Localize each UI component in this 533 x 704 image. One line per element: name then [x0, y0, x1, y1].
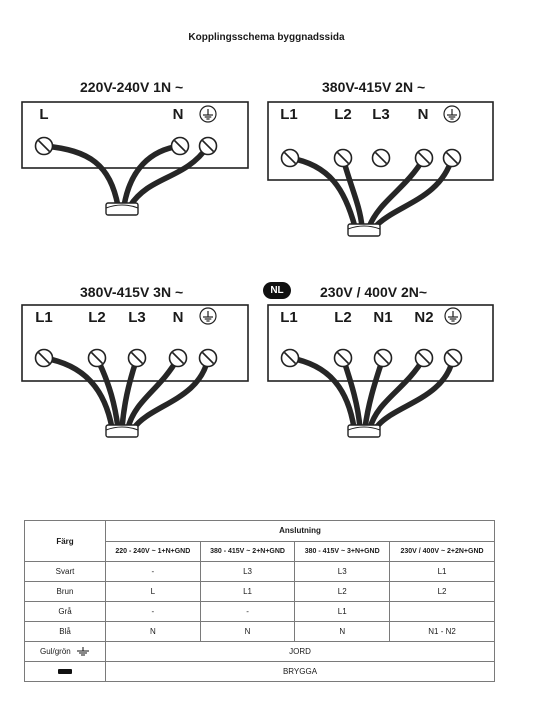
nl-badge: NL [263, 282, 291, 299]
diagram-2-label: 380V-415V 2N ~ [322, 79, 426, 95]
table-cell: N [294, 621, 391, 642]
terminal-label: N2 [414, 309, 434, 326]
terminal-screw-icon [87, 348, 107, 368]
connection-table: Färg Anslutning 220 - 240V ~ 1+N+GND 380… [24, 520, 495, 682]
terminal-screw-icon [34, 348, 54, 368]
table-cell: - [105, 561, 201, 582]
terminal-screw-icon [280, 148, 300, 168]
table-cell: L [105, 581, 201, 602]
diagram-2 [267, 101, 494, 237]
table-row: Brun L L1 L2 L2 [24, 581, 495, 602]
terminal-screw-icon [443, 348, 463, 368]
column-header: 230V / 400V ~ 2+2N+GND [389, 540, 495, 562]
terminal-block [21, 101, 249, 169]
terminal-label: L2 [334, 309, 352, 326]
table-cell: N [105, 621, 201, 642]
terminal-screw-icon [333, 348, 353, 368]
terminal-screw-icon [198, 348, 218, 368]
table-cell: L2 [389, 581, 495, 602]
row-color: Grå [24, 601, 106, 622]
cable-sleeve-icon [105, 202, 139, 216]
terminal-screw-icon [280, 348, 300, 368]
table-cell: N [199, 621, 296, 642]
terminal-label: L3 [128, 309, 146, 326]
terminal-screw-icon [414, 348, 434, 368]
ground-icon [199, 307, 217, 325]
diagram-4-label: 230V / 400V 2N~ [320, 284, 428, 300]
diagram-3-label: 380V-415V 3N ~ [80, 284, 184, 300]
table-cell: L3 [199, 561, 296, 582]
row-color-gulgron: Gul/grön [24, 641, 106, 662]
terminal-screw-icon [371, 148, 391, 168]
table-cell: L1 [199, 581, 296, 602]
terminal-screw-icon [414, 148, 434, 168]
bridge-icon [58, 669, 72, 675]
table-row: Gul/grön JORD [24, 641, 495, 662]
terminal-label: L2 [88, 309, 106, 326]
cable-sleeve-icon [347, 424, 381, 438]
cable-sleeve-icon [347, 223, 381, 237]
row-color: Brun [24, 581, 106, 602]
row-bridge [24, 661, 106, 682]
table-cell: N1 - N2 [389, 621, 495, 642]
table-cell: L3 [294, 561, 391, 582]
terminal-label: N [417, 106, 429, 123]
table-cell [389, 601, 495, 622]
diagram-1-label: 220V-240V 1N ~ [80, 79, 184, 95]
terminal-label: N [172, 309, 184, 326]
column-header: 380 - 415V ~ 2+N+GND [199, 540, 296, 562]
terminal-label: L1 [280, 309, 298, 326]
table-cell: L2 [294, 581, 391, 602]
document-title: Kopplingsschema byggnadssida [188, 32, 345, 43]
terminal-screw-icon [168, 348, 188, 368]
terminal-label: N1 [373, 309, 393, 326]
diagram-1 [21, 101, 249, 216]
ground-icon [443, 105, 461, 123]
terminal-label: L1 [35, 309, 53, 326]
diagram-4 [267, 304, 494, 438]
terminal-screw-icon [333, 148, 353, 168]
cable-sleeve-icon [105, 424, 139, 438]
terminal-block [267, 304, 494, 382]
row-color: Blå [24, 621, 106, 642]
table-cell: L1 [294, 601, 391, 622]
ground-icon [444, 307, 462, 325]
terminal-block [267, 101, 494, 181]
terminal-screw-icon [373, 348, 393, 368]
terminal-label: L1 [280, 106, 298, 123]
terminal-screw-icon [442, 148, 462, 168]
table-cell: L1 [389, 561, 495, 582]
gulgron-label: Gul/grön [40, 646, 71, 656]
terminal-screw-icon [34, 136, 54, 156]
table-row: Grå - - L1 [24, 601, 495, 622]
terminal-label: L [39, 106, 49, 123]
terminal-label: L2 [334, 106, 352, 123]
terminal-block [21, 304, 249, 382]
anslutning-header: Anslutning [105, 520, 495, 542]
terminal-screw-icon [198, 136, 218, 156]
brygga-cell: BRYGGA [105, 661, 495, 682]
terminal-label: L3 [372, 106, 390, 123]
terminal-label: N [172, 106, 184, 123]
ground-icon [76, 647, 89, 656]
table-row: Svart - L3 L3 L1 [24, 561, 495, 582]
table-cell: - [105, 601, 201, 622]
jord-cell: JORD [105, 641, 495, 662]
farg-header: Färg [24, 520, 106, 562]
column-header: 380 - 415V ~ 3+N+GND [294, 540, 391, 562]
table-cell: - [199, 601, 296, 622]
row-color: Svart [24, 561, 106, 582]
table-row: BRYGGA [24, 661, 495, 682]
terminal-screw-icon [170, 136, 190, 156]
diagram-3 [21, 304, 249, 438]
terminal-screw-icon [127, 348, 147, 368]
column-header: 220 - 240V ~ 1+N+GND [105, 540, 201, 562]
table-row: Blå N N N N1 - N2 [24, 621, 495, 642]
ground-icon [199, 105, 217, 123]
